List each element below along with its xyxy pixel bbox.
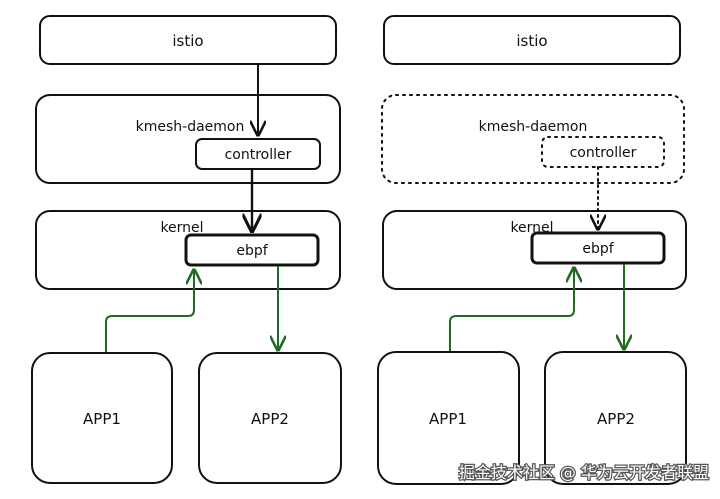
left-app2-label: APP2 (251, 410, 289, 428)
right-app1-to-ebpf-arrow (449, 268, 574, 351)
right-controller-label: controller (570, 145, 637, 161)
right-istio-box (383, 15, 681, 65)
right-istio-label: istio (516, 32, 547, 50)
left-app1-box (31, 352, 173, 484)
left-istio-box (39, 15, 337, 65)
left-controller-box (195, 138, 321, 170)
right-ebpf-box (530, 231, 666, 265)
watermark-text: 掘金技术社区 @ 华为云开发者联盟 (459, 463, 709, 482)
left-kernel-label: kernel (160, 220, 203, 236)
right-app2-label: APP2 (597, 410, 635, 428)
left-istio-label: istio (172, 32, 203, 50)
left-ebpf-box (184, 233, 320, 267)
right-controller-box (541, 136, 665, 168)
left-controller-label: controller (225, 147, 292, 163)
right-app1-box (377, 351, 520, 485)
left-diagram: istio kmesh-daemon controller kernel ebp… (31, 15, 342, 484)
right-kmesh-daemon-label: kmesh-daemon (479, 119, 588, 135)
left-app1-label: APP1 (83, 410, 121, 428)
left-ebpf-label: ebpf (236, 243, 268, 259)
left-kmesh-daemon-label: kmesh-daemon (136, 119, 245, 135)
right-app1-label: APP1 (429, 410, 467, 428)
right-ebpf-label: ebpf (582, 241, 614, 257)
left-app2-box (198, 352, 342, 484)
left-app1-to-ebpf-arrow (105, 270, 194, 352)
right-app2-box (544, 351, 687, 485)
right-diagram: istio kmesh-daemon controller kernel ebp… (377, 15, 687, 485)
